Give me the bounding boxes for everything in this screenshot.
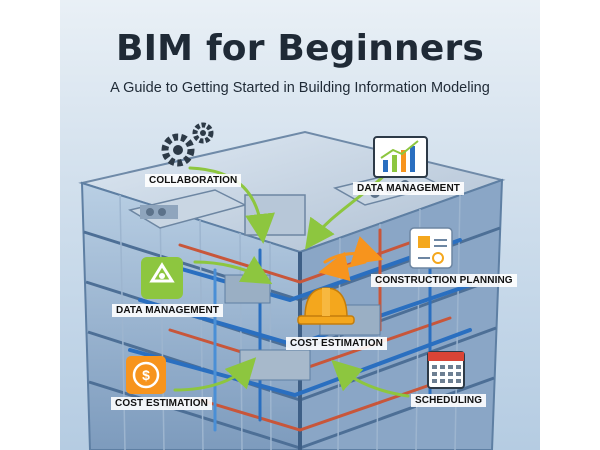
recycle-icon [141, 257, 183, 299]
page-title: BIM for Beginners [115, 28, 485, 69]
label-construction-planning: CONSTRUCTION PLANNING [371, 274, 517, 287]
planning-clipboard-icon [409, 227, 453, 269]
hard-hat-icon [297, 287, 355, 325]
label-data-management-left: DATA MANAGEMENT [112, 304, 223, 317]
label-collaboration: COLLABORATION [145, 174, 242, 187]
label-cost-estimation-left: COST ESTIMATION [111, 397, 212, 410]
page-subtitle: A Guide to Getting Started in Building I… [110, 80, 490, 96]
connection-arrows [173, 166, 410, 398]
label-data-management-top: DATA MANAGEMENT [353, 182, 464, 195]
label-cost-estimation-center: COST ESTIMATION [286, 337, 387, 350]
calendar-icon [427, 351, 465, 389]
dollar-coin-icon: $ [126, 356, 166, 394]
gears-icon [161, 122, 214, 167]
svg-text:$: $ [142, 367, 150, 383]
growth-chart-icon [373, 136, 428, 178]
label-scheduling: SCHEDULING [411, 394, 487, 407]
